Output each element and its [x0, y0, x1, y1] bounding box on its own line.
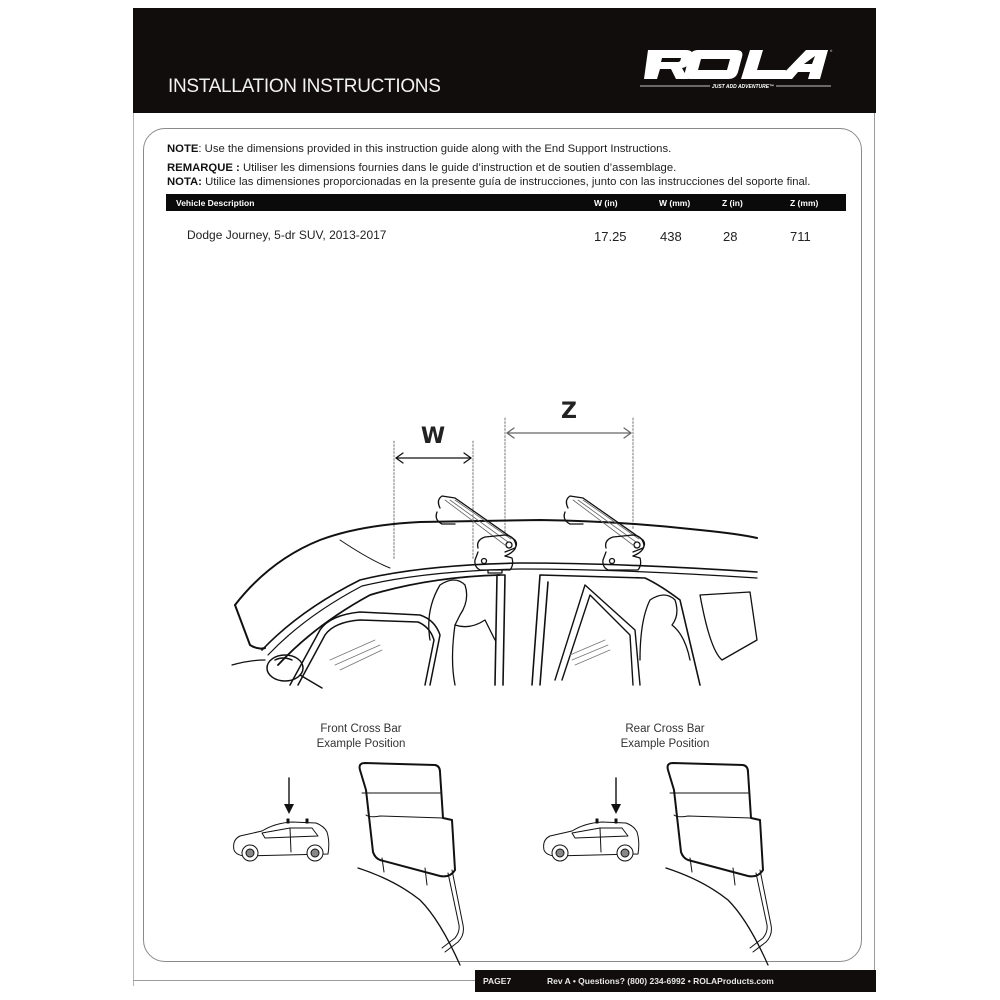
dimension-w-label: W: [421, 424, 445, 449]
rear-door-window: [554, 584, 641, 686]
page-border: [133, 8, 875, 986]
front-crossbar-tower: [435, 495, 518, 574]
front-passenger: [428, 579, 496, 686]
header-bar: INSTALLATION INSTRUCTIONS ® JUST ADD ADV…: [133, 8, 876, 113]
z-dimension-arrow: [506, 427, 632, 439]
svg-text:®: ®: [830, 49, 833, 53]
rear-example-car: [543, 777, 640, 862]
footer-bar: PAGE7 Rev A • Questions? (800) 234-6992 …: [475, 970, 876, 992]
cell-z-mm: 711: [790, 229, 811, 244]
rear-support-closeup: [665, 762, 772, 966]
b-pillar: [494, 574, 506, 686]
front-support-closeup: [357, 762, 464, 966]
rola-logo: ® JUST ADD ADVENTURE™: [640, 49, 833, 90]
col-z-mm: Z (mm): [790, 198, 819, 208]
cell-w-mm: 438: [660, 229, 682, 244]
page-number: PAGE7: [483, 976, 512, 986]
rear-passenger: [639, 594, 691, 661]
col-w-in: W (in): [594, 198, 618, 208]
rear-quarter-window: [699, 591, 758, 661]
rear-crossbar-tower: [563, 495, 646, 571]
front-crossbar-caption: Front Cross Bar Example Position: [316, 723, 406, 750]
front-example-car: [233, 777, 330, 862]
note-french: REMARQUE : Utiliser les dimensions fourn…: [167, 162, 677, 174]
cell-z-in: 28: [723, 229, 738, 244]
w-dimension-arrow: [395, 452, 472, 464]
col-z-in: Z (in): [722, 198, 743, 208]
col-w-mm: W (mm): [659, 198, 691, 208]
content-frame: [143, 128, 862, 962]
rear-door-frame: [531, 574, 701, 686]
col-vehicle-description: Vehicle Description: [176, 198, 255, 208]
footer-contact-info: Rev A • Questions? (800) 234-6992 • ROLA…: [547, 976, 774, 986]
rear-crossbar-caption: Rear Cross Bar Example Position: [620, 723, 710, 750]
note-spanish: NOTA: Utilice las dimensiones proporcion…: [167, 176, 811, 188]
cell-vehicle: Dodge Journey, 5-dr SUV, 2013-2017: [187, 228, 387, 242]
table-row: Dodge Journey, 5-dr SUV, 2013-2017 17.25…: [166, 224, 846, 246]
page-title: INSTALLATION INSTRUCTIONS: [168, 76, 441, 97]
front-door-window: [289, 611, 441, 686]
vehicle-roof-outline: [234, 519, 758, 666]
extension-lines: [393, 417, 634, 561]
dimension-z-label: Z: [561, 399, 577, 424]
note-english: NOTE: Use the dimensions provided in thi…: [167, 143, 672, 155]
table-header: Vehicle Description W (in) W (mm) Z (in)…: [166, 194, 846, 211]
logo-tagline: JUST ADD ADVENTURE™: [712, 84, 774, 90]
cell-w-in: 17.25: [594, 229, 627, 244]
side-mirror: [266, 654, 323, 689]
page-bottom-rule: [133, 980, 478, 981]
